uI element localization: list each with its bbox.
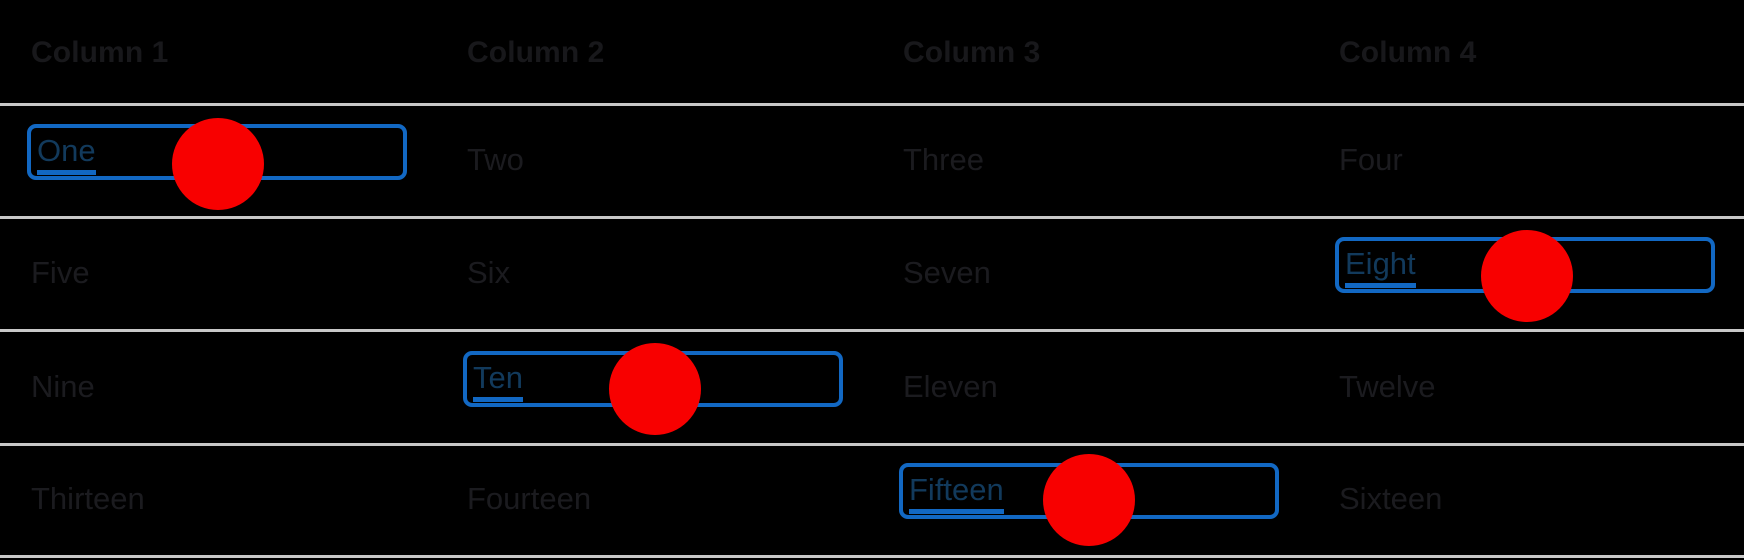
table-cell[interactable]: Three [903,142,984,177]
table-cell[interactable]: Eleven [903,369,998,404]
table-row: Five Six Seven Eight [0,219,1744,332]
column-header-1[interactable]: Column 1 [31,36,169,69]
table-cell[interactable]: Fourteen [467,481,592,516]
table-cell[interactable]: Five [31,255,90,290]
table-cell[interactable]: Six [467,255,511,290]
table-cell-editing[interactable]: Eight [1335,237,1715,293]
table-cell[interactable]: Sixteen [1339,481,1443,516]
table-row: Nine Ten Eleven Twelve [0,333,1744,446]
table-cell-editing[interactable]: One [27,124,407,180]
column-header-4[interactable]: Column 4 [1339,36,1477,69]
table-cell[interactable]: Seven [903,255,991,290]
table-cell[interactable]: Four [1339,142,1403,177]
table-cell-editing[interactable]: Fifteen [899,463,1279,519]
cell-input-value: Ten [473,361,523,402]
table-cell[interactable]: Nine [31,369,95,404]
cell-input-value: Eight [1345,247,1416,288]
cell-input-value: One [37,134,96,175]
column-header-3[interactable]: Column 3 [903,36,1041,69]
table-cell[interactable]: Two [467,142,524,177]
cell-input-value: Fifteen [909,473,1004,514]
table-row: Thirteen Fourteen Fifteen Sixteen [0,445,1744,558]
table-row: One Two Three Four [0,106,1744,219]
column-header-2[interactable]: Column 2 [467,36,605,69]
table-cell[interactable]: Twelve [1339,369,1436,404]
table-cell[interactable]: Thirteen [31,481,145,516]
table-header-row: Column 1 Column 2 Column 3 Column 4 [0,0,1744,106]
table-cell-editing[interactable]: Ten [463,351,843,407]
